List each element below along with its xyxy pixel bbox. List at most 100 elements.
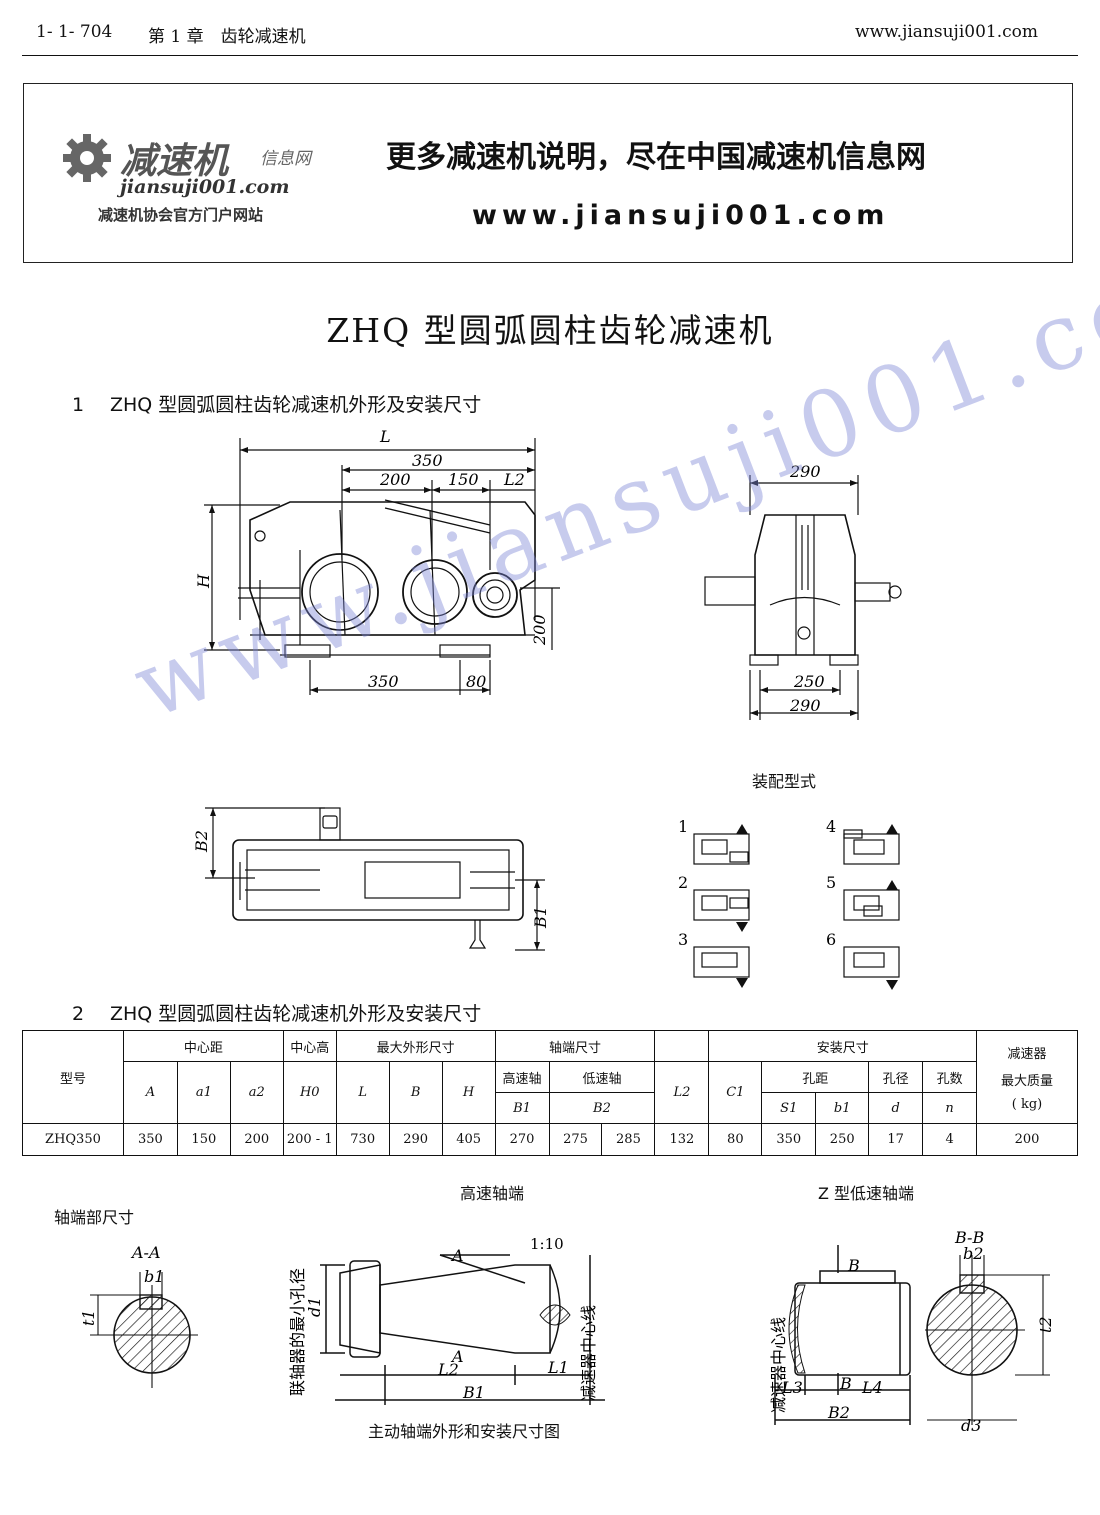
bb-d3-label: d3 (961, 1416, 981, 1435)
dim-290-top: 290 (789, 462, 821, 481)
low-speed-shaft-drawing: 减速器中心线 B B L3 L4 B2 (769, 1245, 911, 1425)
th-blank (654, 1030, 710, 1062)
dim-L2: L2 (503, 470, 525, 489)
th-install: 安装尺寸 (708, 1030, 978, 1062)
cell-S1: 350 (761, 1123, 817, 1156)
th-high-speed: 高速轴 (494, 1061, 550, 1093)
th-B1: B1 (494, 1092, 550, 1124)
bb-b2-label: b2 (963, 1244, 983, 1263)
cell-A: 350 (122, 1123, 178, 1156)
assembly-label-3: 3 (678, 930, 688, 949)
section-2-number: 2 (72, 1003, 85, 1025)
hs-A-bottom: A (450, 1347, 464, 1366)
aa-b1-label: b1 (144, 1267, 164, 1286)
spec-table: 型号 中心距 中心高 最大外形尺寸 轴端尺寸 安装尺寸 减速器 最大质量 ( k… (22, 1030, 1078, 1156)
ls-B-bottom: B (839, 1374, 852, 1393)
cell-n: 4 (922, 1123, 978, 1156)
th-B2: B2 (548, 1092, 656, 1124)
th-hole-spacing: 孔距 (761, 1061, 870, 1093)
cell-b1: 250 (815, 1123, 870, 1156)
th-hole-dia: 孔径 (868, 1061, 924, 1093)
assembly-label-4: 4 (826, 817, 836, 836)
high-speed-shaft-drawing: A A 1:10 联轴器的最小孔径 d1 减速器中心线 L2 L1 B1 (288, 1235, 605, 1405)
th-low-speed: 低速轴 (548, 1061, 656, 1093)
th-mass-line1: 减速器 (1007, 1046, 1047, 1062)
th-center-distance: 中心距 (122, 1030, 284, 1062)
assembly-label-5: 5 (826, 873, 836, 892)
dim-350-top: 350 (412, 451, 443, 470)
hs-coupling-label: 联轴器的最小孔径 (288, 1268, 307, 1396)
cell-B2-a: 275 (548, 1123, 603, 1156)
ls-L4: L4 (861, 1378, 883, 1397)
dim-B2: B2 (192, 830, 211, 853)
th-H: H (441, 1061, 496, 1124)
hs-center-line: 减速器中心线 (579, 1305, 598, 1401)
th-model: 型号 (22, 1030, 124, 1124)
th-a2: a2 (229, 1061, 284, 1124)
aa-label: A-A (130, 1243, 161, 1262)
th-B: B (388, 1061, 443, 1124)
cell-a1: 150 (176, 1123, 231, 1156)
cell-a2: 200 (229, 1123, 284, 1156)
document-title: ZHQ 型圆弧圆柱齿轮减速机 (326, 311, 774, 350)
assembly-label-1: 1 (678, 817, 688, 836)
ls-B2: B2 (827, 1403, 850, 1422)
th-L2: L2 (654, 1061, 710, 1124)
cell-L2: 132 (654, 1123, 710, 1156)
th-mass: 减速器 最大质量 ( kg) (976, 1030, 1078, 1124)
th-S1: S1 (761, 1092, 817, 1124)
cell-B1: 270 (494, 1123, 550, 1156)
ls-B-top: B (847, 1256, 860, 1275)
th-d: d (868, 1092, 924, 1124)
dim-290-bottom: 290 (789, 696, 821, 715)
th-C1: C1 (708, 1061, 763, 1124)
dim-B1: B1 (531, 906, 550, 929)
section-2-heading: 2 ZHQ 型圆弧圆柱齿轮减速机外形及安装尺寸 (72, 999, 481, 1026)
section-bb-drawing: B-B b2 t2 d3 (925, 1228, 1055, 1435)
header-website: www.jiansuji001.com (855, 22, 1038, 42)
th-mass-line3: ( kg) (1011, 1096, 1043, 1112)
dim-150: 150 (448, 470, 479, 489)
logo-tagline: 减速机协会官方门户网站 (98, 206, 264, 224)
th-n: n (922, 1092, 978, 1124)
th-shaft-end: 轴端尺寸 (494, 1030, 656, 1062)
th-max-dims: 最大外形尺寸 (335, 1030, 496, 1062)
dim-350-bottom: 350 (368, 672, 399, 691)
logo-main-text: 减速机 (120, 141, 229, 182)
assembly-caption: 装配型式 (752, 772, 817, 791)
section-2-text: ZHQ 型圆弧圆柱齿轮减速机外形及安装尺寸 (110, 1003, 482, 1025)
cell-d: 17 (868, 1123, 924, 1156)
hs-d1: d1 (305, 1297, 324, 1317)
dim-H: H (194, 573, 213, 589)
banner-url[interactable]: www.jiansuji001.com (472, 200, 890, 231)
front-view-drawing: L 350 200 150 L2 H 200 350 80 (194, 427, 560, 695)
hs-A-top: A (450, 1246, 464, 1265)
section-1-number: 1 (72, 394, 85, 416)
th-mass-line2: 最大质量 (1001, 1073, 1054, 1089)
dim-200-h: 200 (530, 614, 549, 646)
th-A: A (122, 1061, 178, 1124)
chapter-title: 第 1 章 齿轮减速机 (148, 27, 306, 47)
assembly-label-6: 6 (826, 930, 836, 949)
gear-icon (63, 134, 111, 182)
ls-L3: L3 (781, 1378, 803, 1397)
section-1-text: ZHQ 型圆弧圆柱齿轮减速机外形及安装尺寸 (110, 394, 482, 416)
hs-B1: B1 (462, 1383, 485, 1402)
banner-slogan: 更多减速机说明，尽在中国减速机信息网 (386, 140, 926, 175)
dim-200: 200 (379, 470, 411, 489)
aa-t1-label: t1 (79, 1309, 98, 1326)
th-H0: H0 (282, 1061, 337, 1124)
th-a1: a1 (176, 1061, 231, 1124)
high-speed-caption: 高速轴端 (460, 1184, 525, 1203)
th-b1: b1 (815, 1092, 870, 1124)
logo-sub-text: 信息网 (260, 149, 311, 169)
cell-H: 405 (441, 1123, 496, 1156)
side-view-drawing: 290 250 290 (704, 462, 902, 720)
dim-80: 80 (466, 672, 486, 691)
logo-domain: jiansuji001.com (120, 176, 290, 198)
hs-L2: L2 (437, 1360, 459, 1379)
shaft-section-title: 轴端部尺寸 (54, 1208, 135, 1227)
hs-taper: 1:10 (530, 1235, 564, 1253)
section-1-heading: 1 ZHQ 型圆弧圆柱齿轮减速机外形及安装尺寸 (72, 390, 481, 417)
cell-L: 730 (335, 1123, 390, 1156)
